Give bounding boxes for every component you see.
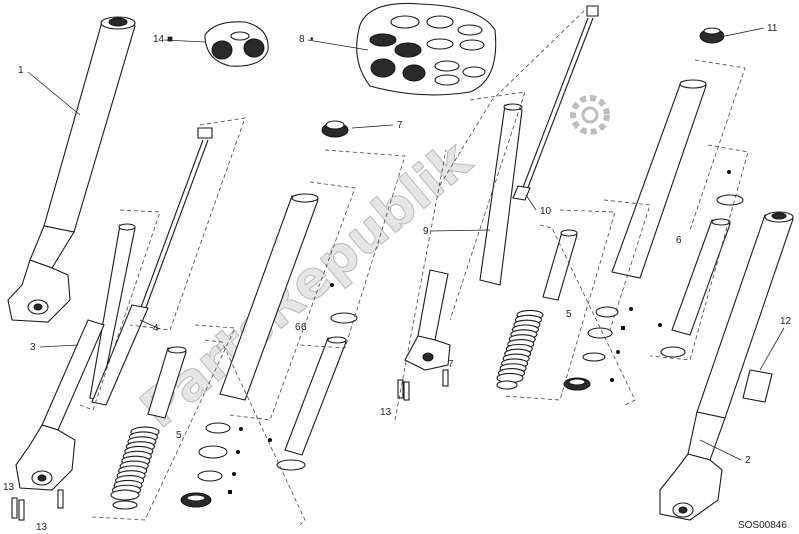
kit-marker-8: • <box>310 34 314 45</box>
label-8: 8 <box>299 34 305 45</box>
label-3: 3 <box>30 342 36 353</box>
part-labels: 1 2 3 4 5 5 6 6 6 7 7 8 • 9 10 11 12 13 … <box>3 23 792 533</box>
label-6-left-b: 6 <box>301 322 307 333</box>
label-6-left-a: 6 <box>295 322 301 333</box>
kit-marker-14: ■ <box>167 34 173 45</box>
kit-markers <box>228 170 731 494</box>
seal-kit-14 <box>204 21 269 67</box>
gear-icon <box>570 95 610 135</box>
label-7-cap: 7 <box>397 120 403 131</box>
label-11: 11 <box>767 23 778 34</box>
label-9: 9 <box>423 226 429 237</box>
label-5-left: 5 <box>176 430 182 441</box>
label-13-middle: 13 <box>380 407 392 418</box>
protector-12 <box>742 369 773 403</box>
spring-coil <box>110 489 140 501</box>
top-cap-11 <box>699 27 725 44</box>
slider-tube-6-left <box>219 193 358 471</box>
bolt-13-left <box>11 489 64 521</box>
outer-tube-9 <box>404 103 523 371</box>
fork-foot-1 <box>7 259 71 323</box>
seal-set-middle <box>563 306 619 391</box>
label-2: 2 <box>745 455 751 466</box>
assembly-lines <box>79 9 749 526</box>
label-7-bolt: 7 <box>448 359 454 370</box>
label-5-middle: 5 <box>566 309 572 320</box>
label-13-left-a: 13 <box>3 482 15 493</box>
fork-foot-3 <box>15 424 76 491</box>
damper-rod-4 <box>91 127 213 406</box>
slider-tube-6-right <box>611 79 744 358</box>
label-13-left-b: 13 <box>36 522 48 533</box>
label-14: 14 <box>153 34 165 45</box>
spring-5-middle <box>496 229 578 390</box>
drawing-code: SOS00846 <box>738 520 787 531</box>
top-cap-7 <box>321 120 349 138</box>
bolt-13-middle <box>397 369 449 401</box>
seal-kit-8 <box>356 2 497 96</box>
outer-tube-2 <box>659 211 794 521</box>
outer-tube-1 <box>29 16 136 269</box>
label-6-right: 6 <box>676 235 682 246</box>
label-12: 12 <box>780 316 792 327</box>
leader-lines <box>27 27 785 461</box>
label-1: 1 <box>18 65 24 76</box>
label-4: 4 <box>153 323 159 334</box>
spring-5-left <box>110 346 187 510</box>
damper-rod-10 <box>512 5 599 201</box>
seal-set-left <box>180 422 231 508</box>
label-10: 10 <box>540 206 552 217</box>
